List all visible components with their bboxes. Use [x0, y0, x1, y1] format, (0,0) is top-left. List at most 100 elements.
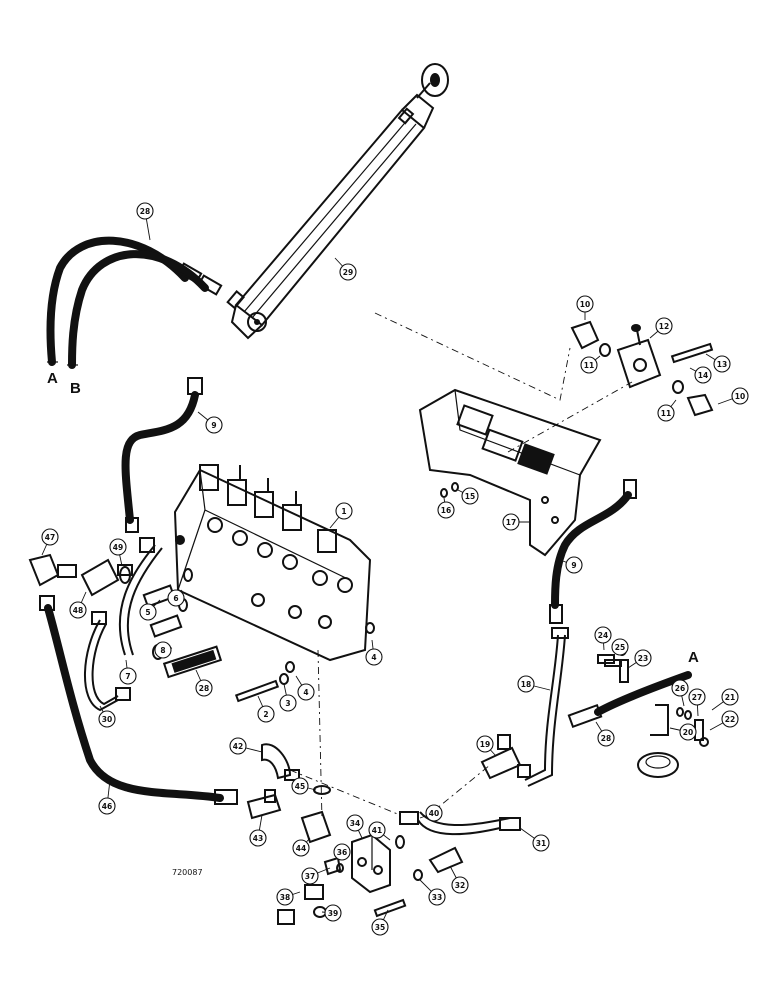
callout-37: 37 [301, 867, 331, 885]
callout-number: 26 [675, 684, 685, 693]
callout-10: 10 [576, 295, 594, 320]
callout-18: 18 [517, 675, 551, 693]
callout-29: 29 [334, 257, 357, 281]
callout-20: 20 [669, 723, 697, 741]
callout-circle [229, 737, 247, 755]
callout-number: 33 [432, 893, 442, 902]
callout-number: 15 [465, 492, 475, 501]
callout-circle [279, 694, 297, 712]
callout-19: 19 [476, 735, 497, 757]
manifold-block [246, 743, 521, 925]
callout-number: 28 [601, 734, 611, 743]
callout-circle [371, 918, 389, 936]
callout-circle [301, 867, 319, 885]
callout-number: 20 [683, 728, 693, 737]
callout-46: 46 [98, 779, 116, 815]
callout-4: 4 [365, 639, 383, 666]
callout-circle [517, 675, 535, 693]
callout-number: 3 [285, 699, 290, 708]
callout-45: 45 [291, 777, 317, 795]
callout-circle [195, 679, 213, 697]
hose-lower-left [39, 595, 238, 805]
valve-bolts [234, 482, 709, 747]
callout-circle [136, 202, 154, 220]
callout-circle [694, 366, 712, 384]
callout-10: 10 [717, 387, 749, 405]
callout-number: 21 [725, 693, 735, 702]
callout-circle [339, 263, 357, 281]
callout-circle [324, 904, 342, 922]
callout-circle [365, 648, 383, 666]
callout-number: 13 [717, 360, 727, 369]
callout-number: 39 [328, 909, 338, 918]
callout-circle [205, 416, 223, 434]
callout-3: 3 [279, 683, 297, 712]
callout-35: 35 [371, 909, 389, 936]
callout-circle [139, 603, 157, 621]
callout-circle [655, 317, 673, 335]
control-valve [173, 464, 372, 662]
callout-number: 17 [506, 518, 516, 527]
callout-28: 28 [136, 202, 154, 241]
callout-circle [476, 735, 494, 753]
callout-number: 28 [199, 684, 209, 693]
callout-circle [688, 688, 706, 706]
callout-26: 26 [671, 679, 689, 707]
callout-number: 38 [280, 893, 290, 902]
tee-fitting [480, 734, 531, 780]
callout-circle [335, 502, 353, 520]
hose-end-label-b: B [70, 380, 81, 397]
callout-31: 31 [519, 827, 550, 852]
selector-valve [570, 320, 714, 417]
callout-15: 15 [457, 487, 479, 505]
callout-number: 4 [303, 688, 308, 697]
callout-34: 34 [346, 814, 364, 839]
callout-36: 36 [333, 843, 351, 863]
callout-41: 41 [368, 821, 391, 841]
callout-circle [437, 501, 455, 519]
callout-27: 27 [688, 688, 706, 717]
callout-28: 28 [595, 721, 615, 747]
callout-circle [154, 641, 172, 659]
callout-circle [634, 649, 652, 667]
callout-number: 1 [341, 507, 346, 516]
valve-stand [418, 388, 602, 557]
hose-upper-left [121, 377, 203, 533]
callout-9: 9 [197, 411, 223, 434]
callout-number: 8 [160, 646, 165, 655]
callout-47: 47 [41, 528, 59, 556]
callout-number: 45 [295, 782, 305, 791]
callout-circle [428, 888, 446, 906]
callout-40: 40 [419, 804, 443, 822]
left-tee-fittings [28, 553, 133, 597]
callout-number: 36 [337, 848, 347, 857]
callout-circle [532, 834, 550, 852]
callout-6: 6 [167, 589, 185, 607]
callout-circle [657, 404, 675, 422]
callout-circle [368, 821, 386, 839]
callout-number: 6 [173, 594, 178, 603]
callout-11: 11 [580, 355, 601, 374]
callout-9: 9 [559, 556, 583, 574]
callout-circle [333, 843, 351, 861]
drawing-code: 720087 [172, 868, 203, 877]
callout-circle [98, 797, 116, 815]
callout-number: 42 [233, 742, 243, 751]
callout-1: 1 [329, 502, 353, 529]
callout-28: 28 [195, 669, 213, 697]
callout-circle [69, 601, 87, 619]
callout-number: 2 [263, 710, 268, 719]
callout-circle [425, 804, 443, 822]
callout-circle [594, 626, 612, 644]
callout-circle [297, 683, 315, 701]
callout-21: 21 [711, 688, 739, 711]
callout-number: 32 [455, 881, 465, 890]
callout-circle [597, 729, 615, 747]
callout-13: 13 [705, 353, 731, 373]
callout-11: 11 [657, 399, 677, 422]
callout-circle [721, 688, 739, 706]
callout-circle [167, 589, 185, 607]
hose-right-a [567, 659, 692, 778]
callout-48: 48 [69, 591, 87, 619]
callout-number: 4 [371, 653, 376, 662]
